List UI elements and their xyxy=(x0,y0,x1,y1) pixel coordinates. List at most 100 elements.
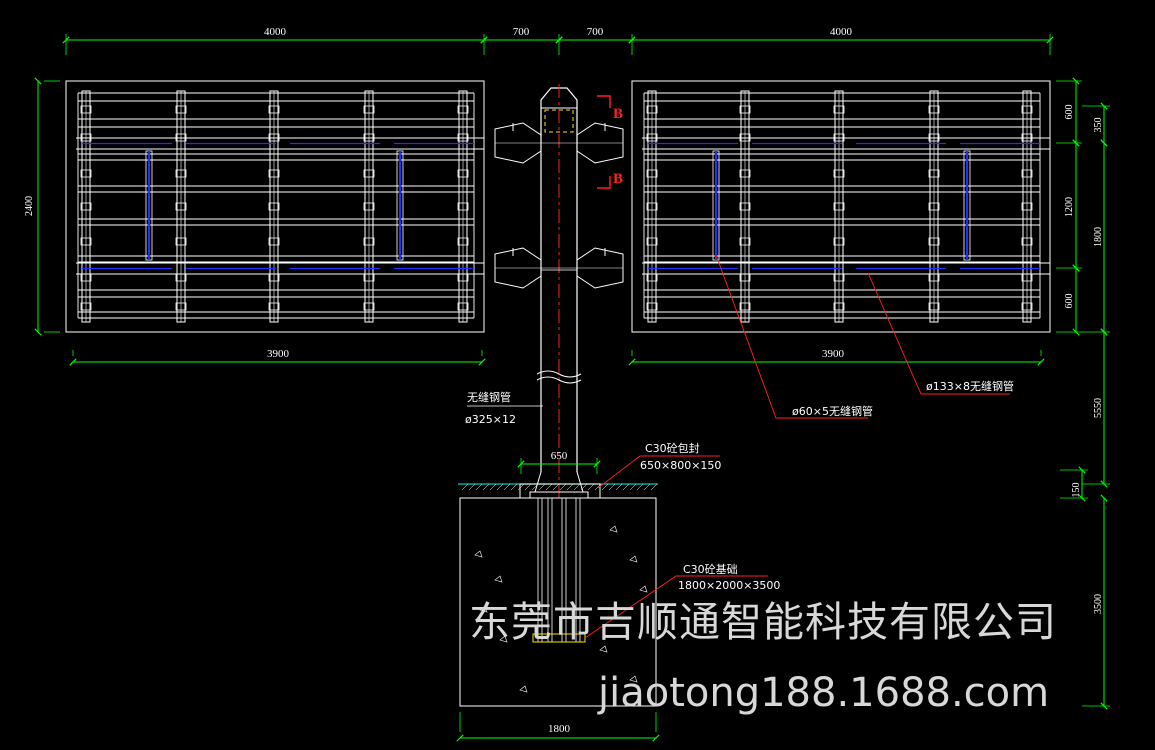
post-clamp xyxy=(363,105,375,114)
panel-right xyxy=(631,80,1051,333)
flange-left xyxy=(494,247,542,289)
post-clamp xyxy=(646,105,658,114)
ground-hatch xyxy=(573,483,581,491)
ground-hatch xyxy=(475,483,483,491)
ground-hatch xyxy=(636,483,644,491)
dim-top-700-left: 700 xyxy=(513,26,530,38)
wrap-name: C30砼包封 xyxy=(645,441,700,455)
leader-foundation xyxy=(584,575,768,639)
post-clamp xyxy=(363,202,375,211)
dim-right-600-top: 600 xyxy=(1064,105,1075,120)
ground-hatch xyxy=(538,483,546,491)
flange-right xyxy=(576,122,624,164)
panel-outline xyxy=(65,80,485,333)
post-clamp xyxy=(928,105,940,114)
aggregate-mark xyxy=(519,685,528,693)
aggregate-mark xyxy=(599,645,608,653)
dim-right-5550: 5550 xyxy=(1093,398,1104,418)
aggregate-mark xyxy=(629,555,638,563)
post-clamp xyxy=(646,169,658,178)
post-clamp xyxy=(363,237,375,246)
dimension-lines xyxy=(34,34,1110,742)
post-clamp xyxy=(175,202,187,211)
ground-hatch xyxy=(510,483,518,491)
ground-hatch xyxy=(601,483,609,491)
watermark-site: jiaotong188.1688.com xyxy=(597,670,1049,716)
section-mark-b-top: B xyxy=(613,106,623,122)
aggregate-mark xyxy=(494,575,503,583)
post-clamp xyxy=(739,169,751,178)
watermark-company: 东莞市吉顺通智能科技有限公司 xyxy=(469,598,1057,646)
ground-hatch xyxy=(615,483,623,491)
pipe-main-name: 无缝钢管 xyxy=(467,390,511,404)
post-clamp xyxy=(646,302,658,311)
panel-left xyxy=(65,80,485,333)
ground-hatch xyxy=(622,483,630,491)
leader-lines xyxy=(467,254,1010,639)
break-mark xyxy=(536,376,582,384)
aggregate-mark xyxy=(499,635,508,643)
post-clamp xyxy=(268,237,280,246)
wrap-spec: 650×800×150 xyxy=(640,459,721,472)
post-clamp xyxy=(457,302,469,311)
dim-panel-right-3900: 3900 xyxy=(822,348,845,360)
pipe-medium-label: ø133×8无缝钢管 xyxy=(926,379,1014,393)
section-cut-bottom xyxy=(597,176,611,189)
post-clamp xyxy=(1021,105,1033,114)
post-clamp xyxy=(833,302,845,311)
post-clamp xyxy=(833,202,845,211)
post-clamp xyxy=(363,169,375,178)
leader-pipe-medium xyxy=(867,272,1010,395)
dim-right-350: 350 xyxy=(1093,118,1104,133)
aggregate-mark xyxy=(609,525,618,533)
post-clamp xyxy=(739,302,751,311)
ground-hatch xyxy=(545,483,553,491)
dim-right-150: 150 xyxy=(1071,483,1082,498)
stiffener xyxy=(534,471,584,493)
post-clamp xyxy=(80,302,92,311)
post-clamp xyxy=(739,237,751,246)
post-clamp xyxy=(457,105,469,114)
post-clamp xyxy=(646,237,658,246)
ground-hatch xyxy=(629,483,637,491)
pipe-main-spec: ø325×12 xyxy=(465,413,516,426)
aggregate-mark xyxy=(639,585,648,593)
post-clamp xyxy=(833,237,845,246)
sign-structure xyxy=(65,80,1051,707)
ground-hatch xyxy=(468,483,476,491)
ground-hatch xyxy=(489,483,497,491)
post-clamp xyxy=(928,202,940,211)
pipe-small-label: ø60×5无缝钢管 xyxy=(792,404,873,418)
post-clamp xyxy=(739,202,751,211)
ground-hatch xyxy=(643,483,651,491)
upper-flange xyxy=(494,122,624,164)
post-clamp xyxy=(80,237,92,246)
base-assembly xyxy=(458,471,658,707)
post-clamp xyxy=(646,202,658,211)
dim-left-2400: 2400 xyxy=(24,196,35,216)
ground-hatch xyxy=(552,483,560,491)
leader-pipe-small xyxy=(715,254,868,419)
post-clamp xyxy=(80,169,92,178)
main-column xyxy=(536,84,582,500)
post-clamp xyxy=(928,237,940,246)
post-clamp xyxy=(80,202,92,211)
dim-right-1200: 1200 xyxy=(1064,197,1075,217)
post-clamp xyxy=(833,169,845,178)
ground-hatch xyxy=(559,483,567,491)
post-clamp xyxy=(268,105,280,114)
post-clamp xyxy=(1021,202,1033,211)
dim-panel-left-3900: 3900 xyxy=(267,348,290,360)
aggregate-mark xyxy=(474,550,483,558)
dim-foundation-1800: 1800 xyxy=(548,723,571,735)
post-clamp xyxy=(268,302,280,311)
ground-hatch xyxy=(524,483,532,491)
section-cut-top xyxy=(597,95,611,108)
foundation-block xyxy=(459,497,657,707)
dim-right-1800: 1800 xyxy=(1093,227,1104,247)
ground-hatch xyxy=(608,483,616,491)
post-clamp xyxy=(175,169,187,178)
ground-hatch xyxy=(517,483,525,491)
post-clamp xyxy=(928,169,940,178)
